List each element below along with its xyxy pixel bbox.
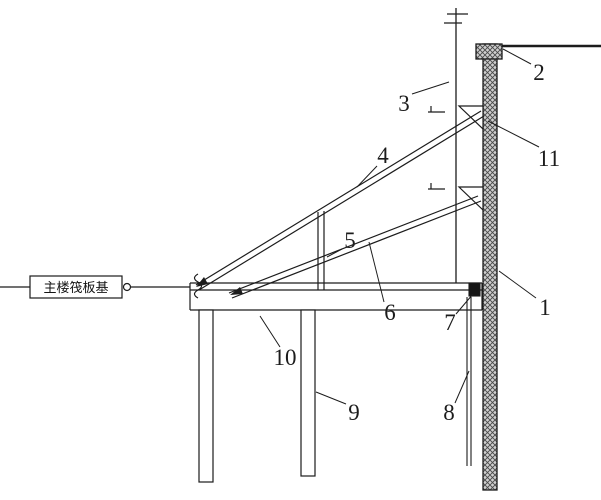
pile-right bbox=[300, 309, 316, 477]
struts bbox=[195, 110, 485, 299]
upper-strut-arrow bbox=[196, 277, 208, 287]
lower-strut-line2 bbox=[231, 200, 482, 299]
leader-10 bbox=[259, 315, 281, 348]
callout-2-label: 2 bbox=[533, 60, 545, 85]
callout-8-label: 8 bbox=[443, 400, 455, 425]
steel-column bbox=[444, 8, 468, 283]
leader-7 bbox=[455, 293, 474, 315]
leader-3 bbox=[411, 81, 450, 95]
raft-box bbox=[29, 275, 123, 299]
callout-5-label: 5 bbox=[344, 228, 356, 253]
callout-leaders bbox=[259, 48, 540, 405]
lower-strut-line1 bbox=[228, 195, 479, 294]
leader-6 bbox=[368, 241, 385, 303]
piles bbox=[198, 309, 316, 483]
callout-11-label: 11 bbox=[538, 146, 560, 171]
leader-5 bbox=[326, 248, 343, 258]
lower-strut-arrow bbox=[230, 287, 243, 295]
leader-1 bbox=[498, 270, 537, 299]
leader-9 bbox=[315, 391, 347, 405]
wall-connection-group bbox=[466, 282, 481, 466]
callout-10-label: 10 bbox=[274, 345, 297, 370]
upper-strut-line1 bbox=[195, 110, 482, 286]
pile-left bbox=[198, 309, 214, 483]
callout-3-label: 3 bbox=[398, 91, 410, 116]
callout-1-label: 1 bbox=[539, 295, 551, 320]
break-symbol bbox=[193, 273, 203, 299]
callout-6-label: 6 bbox=[384, 300, 396, 325]
wall-cap bbox=[475, 43, 503, 60]
raft-label: 主楼筏板基 bbox=[43, 280, 108, 295]
diaphragm-wall bbox=[482, 43, 498, 491]
callout-9-label: 9 bbox=[348, 400, 360, 425]
leader-11 bbox=[487, 120, 540, 148]
raft-foundation bbox=[0, 275, 190, 299]
callout-labels: 2 3 11 4 5 6 7 1 8 9 10 bbox=[274, 60, 561, 425]
wall-connection bbox=[468, 282, 481, 297]
ground-and-wall bbox=[475, 43, 601, 491]
leader-2 bbox=[502, 48, 532, 65]
platform bbox=[189, 273, 483, 311]
leader-4 bbox=[356, 165, 378, 188]
leader-8 bbox=[454, 370, 470, 404]
upper-strut-line2 bbox=[198, 115, 485, 291]
hinge-circle bbox=[122, 282, 132, 292]
callout-4-label: 4 bbox=[377, 143, 389, 168]
callout-7-label: 7 bbox=[444, 310, 456, 335]
